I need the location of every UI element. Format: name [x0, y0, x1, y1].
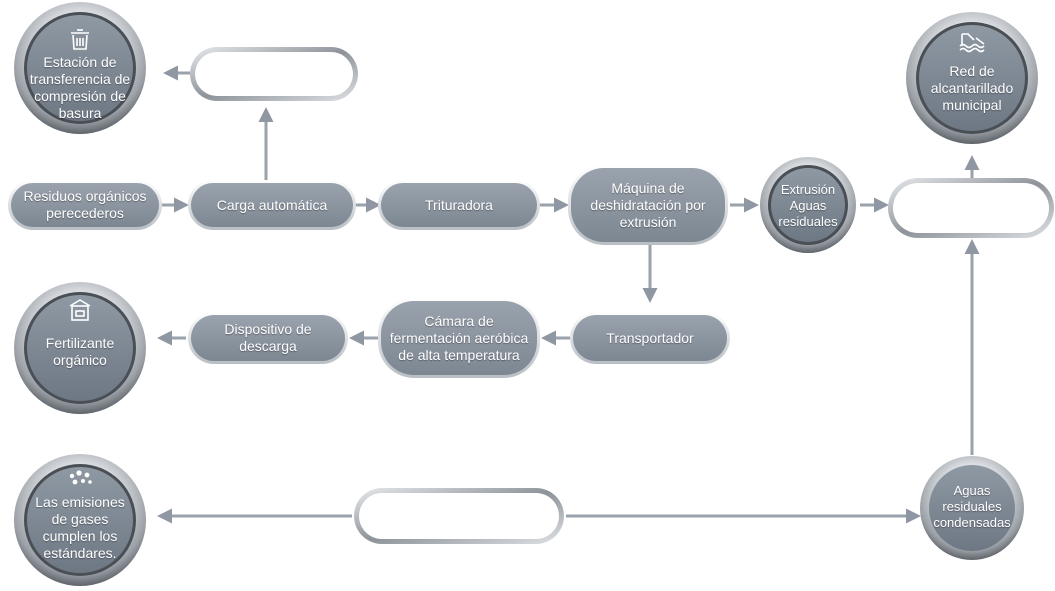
gas-dots-icon — [69, 470, 92, 485]
empty-pill-right — [888, 178, 1054, 238]
trituradora-label: Trituradora — [425, 196, 493, 213]
circle-fertilizante — [14, 282, 146, 414]
empty-pill-bottom — [354, 488, 564, 544]
pill-dispositivo — [188, 312, 348, 364]
pill-transportador — [570, 312, 730, 364]
circle-red — [906, 12, 1038, 144]
residuos-label: Residuos orgánicos perecederos — [23, 188, 147, 221]
house-icon — [69, 299, 91, 321]
circle-extrusion — [760, 157, 856, 253]
emisiones-label: Las emisiones de gases cumplen los están… — [35, 494, 125, 561]
aguas-condensadas-label: Aguas residuales condensadas — [933, 483, 1011, 530]
trash-icon — [71, 29, 89, 50]
carga-label: Carga automática — [216, 196, 328, 213]
extrusion-aguas-label: Extrusión Aguas residuales — [778, 182, 838, 229]
camara-label: Cámara de fermentación aeróbica de alta … — [389, 312, 529, 363]
connectors — [157, 65, 980, 524]
circle-condensadas — [920, 456, 1024, 560]
circle-emisiones — [14, 454, 146, 586]
empty-pill-top — [190, 47, 358, 101]
red-label: Red de alcantarillado municipal — [930, 62, 1014, 113]
fertilizante-label: Fertilizante orgánico — [45, 335, 115, 368]
pill-carga — [188, 180, 356, 230]
pill-camara — [378, 298, 540, 378]
circle-estacion — [14, 2, 146, 134]
maquina-label: Máquina de deshidratación por extrusión — [590, 179, 706, 230]
transportador-label: Transportador — [606, 329, 694, 346]
pill-residuos — [8, 180, 162, 230]
water-icon — [959, 33, 985, 53]
estacion-label: Estación de transferencia de compresión … — [29, 54, 131, 121]
pill-maquina — [568, 165, 728, 245]
pill-trituradora — [378, 180, 540, 230]
dispositivo-label: Dispositivo de descarga — [224, 321, 312, 354]
